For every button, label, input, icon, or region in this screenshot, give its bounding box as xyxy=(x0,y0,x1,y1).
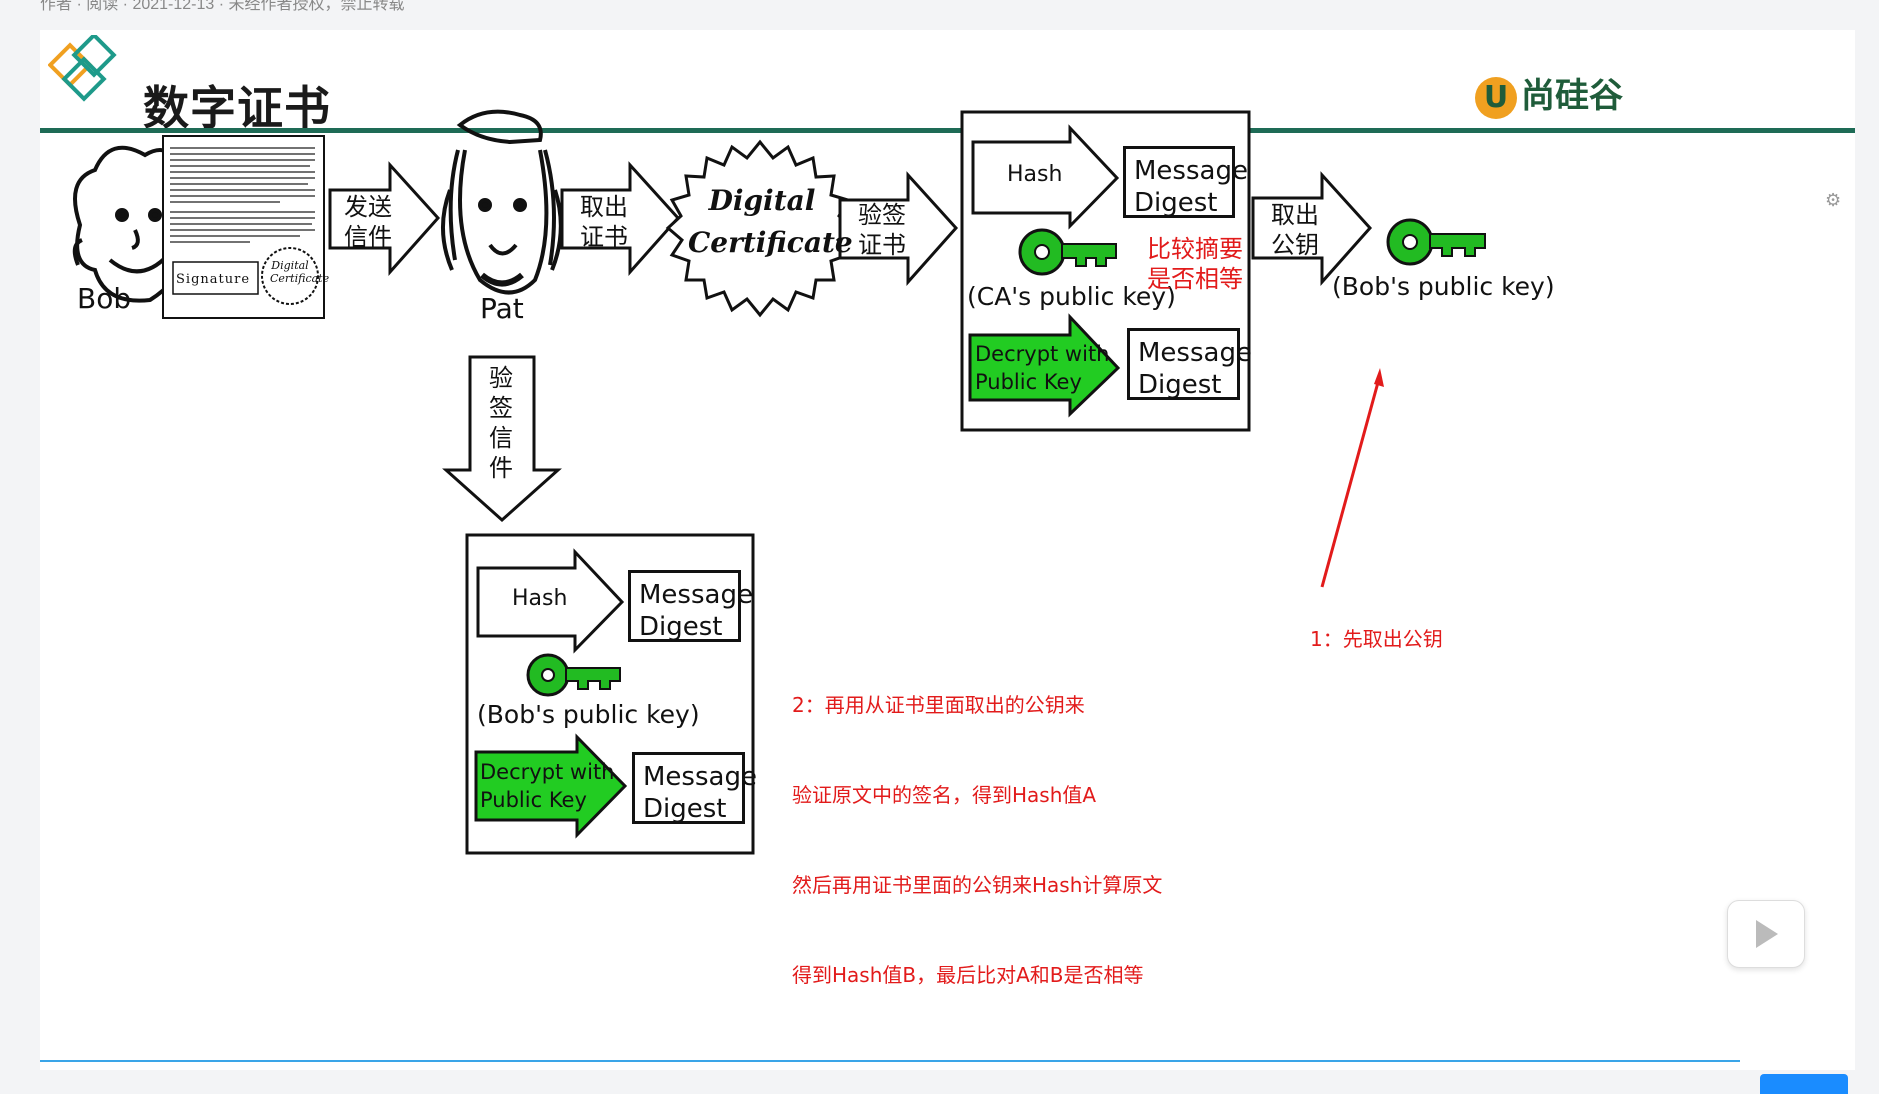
hash-arrow-top xyxy=(971,124,1120,230)
decrypt-arrow-top xyxy=(968,313,1121,418)
hash-arrow-bottom xyxy=(476,548,625,654)
play-icon xyxy=(1756,920,1778,948)
md1-line-1: Message xyxy=(1134,156,1248,186)
verify-letter-line-2: 签 xyxy=(489,394,513,422)
big-seal-icon xyxy=(665,139,855,318)
small-seal-text: Digital Certificate xyxy=(270,259,330,285)
bottom-divider xyxy=(40,1060,1740,1062)
decrypt-bottom-line-2: Public Key xyxy=(480,788,587,812)
ca-key-icon xyxy=(1018,228,1117,276)
md2-line-1: Message xyxy=(1138,338,1252,368)
take-key-line-1: 取出 xyxy=(1271,201,1319,229)
verify-cert-line-2: 证书 xyxy=(858,231,906,259)
pat-label: Pat xyxy=(480,292,524,325)
letter-text-lines-icon xyxy=(170,147,315,243)
verify-cert-label: 验签 证书 xyxy=(858,200,906,260)
small-seal-line-2: Certificate xyxy=(270,272,330,285)
take-key-label: 取出 公钥 xyxy=(1271,200,1319,260)
send-letter-label: 发送 信件 xyxy=(344,192,392,252)
verify-cert-arrow xyxy=(838,171,959,286)
red-arrow-line xyxy=(1320,374,1382,588)
play-button[interactable] xyxy=(1727,900,1805,968)
red-arrowhead-icon xyxy=(1374,368,1384,387)
md1-line-2: Digest xyxy=(1134,188,1218,218)
bob-public-key-label: (Bob's public key) xyxy=(1332,272,1555,301)
verify-letter-line-1: 验 xyxy=(489,364,513,392)
bob-key-label-bottom: (Bob's public key) xyxy=(477,700,700,729)
md3-line-2: Digest xyxy=(639,612,723,642)
step2-line-4: 得到Hash值B，最后比对A和B是否相等 xyxy=(792,963,1144,987)
step2-line-2: 验证原文中的签名，得到Hash值A xyxy=(792,783,1097,807)
message-digest-box-3: Message Digest xyxy=(628,570,753,642)
compare-note: 比较摘要 是否相等 xyxy=(1147,234,1243,294)
verify-letter-line-3: 信 xyxy=(489,424,513,452)
decrypt-top-line-2: Public Key xyxy=(975,370,1082,394)
md4-line-1: Message xyxy=(643,762,757,792)
take-key-arrow xyxy=(1251,171,1373,286)
small-seal-icon xyxy=(261,247,319,305)
user-settings-icon[interactable]: ⚙ xyxy=(1825,190,1842,210)
decrypt-top-line-1: Decrypt with xyxy=(975,342,1110,366)
take-cert-line-1: 取出 xyxy=(580,193,628,221)
hash-label-top: Hash xyxy=(1007,162,1063,187)
decrypt-arrow-bottom xyxy=(474,733,628,839)
decrypt-label-top: Decrypt with Public Key xyxy=(975,340,1110,396)
take-cert-arrow xyxy=(560,161,681,276)
compare-note-line-1: 比较摘要 xyxy=(1147,235,1243,263)
md2-line-2: Digest xyxy=(1138,370,1222,400)
small-seal-line-1: Digital xyxy=(271,259,309,272)
step2-note: 2：再用从证书里面取出的公钥来 验证原文中的签名，得到Hash值A 然后再用证书… xyxy=(792,630,1162,1050)
logo-diamonds-icon xyxy=(48,35,117,102)
message-digest-box-2: Message Digest xyxy=(1127,328,1252,400)
step2-line-3: 然后再用证书里面的公钥来Hash计算原文 xyxy=(792,873,1163,897)
verify-cert-line-1: 验签 xyxy=(858,201,906,229)
take-key-line-2: 公钥 xyxy=(1271,231,1319,259)
big-seal-text: Digital Certificate xyxy=(688,180,853,264)
take-cert-line-2: 证书 xyxy=(580,223,628,251)
verify-letter-line-4: 件 xyxy=(489,454,513,482)
signature-label: Signature xyxy=(176,272,251,287)
slide-title: 数字证书 xyxy=(143,81,331,135)
decrypt-bottom-line-1: Decrypt with xyxy=(480,760,615,784)
big-seal-line-2: Certificate xyxy=(688,226,853,259)
big-seal-line-1: Digital xyxy=(708,184,816,217)
take-cert-label: 取出 证书 xyxy=(580,192,628,252)
md3-line-1: Message xyxy=(639,580,753,610)
decrypt-label-bottom: Decrypt with Public Key xyxy=(480,758,615,814)
message-digest-box-4: Message Digest xyxy=(632,752,757,824)
bob-label: Bob xyxy=(77,282,132,315)
send-letter-arrow xyxy=(328,161,441,276)
message-digest-box-1: Message Digest xyxy=(1123,146,1248,218)
bob-key-icon xyxy=(1386,218,1486,266)
send-letter-line-1: 发送 xyxy=(344,193,392,221)
brand-name: 尚硅谷 xyxy=(1521,76,1623,116)
send-letter-line-2: 信件 xyxy=(344,223,392,251)
title-divider xyxy=(40,128,1855,133)
step2-line-1: 2：再用从证书里面取出的公钥来 xyxy=(792,693,1085,717)
verify-letter-arrow xyxy=(442,355,562,523)
md4-line-2: Digest xyxy=(643,794,727,824)
step1-note: 1：先取出公钥 xyxy=(1310,627,1443,651)
brand-mark-icon: U xyxy=(1475,76,1517,119)
hash-label-bottom: Hash xyxy=(512,586,568,611)
bob-key-bottom-icon xyxy=(526,653,621,697)
pat-face-icon xyxy=(441,109,563,295)
verify-letter-label: 验 签 信 件 xyxy=(489,363,513,483)
ca-key-label: (CA's public key) xyxy=(967,282,1176,311)
bob-face-icon xyxy=(72,145,196,303)
bottom-action-button[interactable] xyxy=(1760,1074,1848,1094)
article-meta: 作者 · 阅读 · 2021-12-13 · 未经作者授权，禁止转载 xyxy=(40,0,405,13)
compare-note-line-2: 是否相等 xyxy=(1147,265,1243,293)
